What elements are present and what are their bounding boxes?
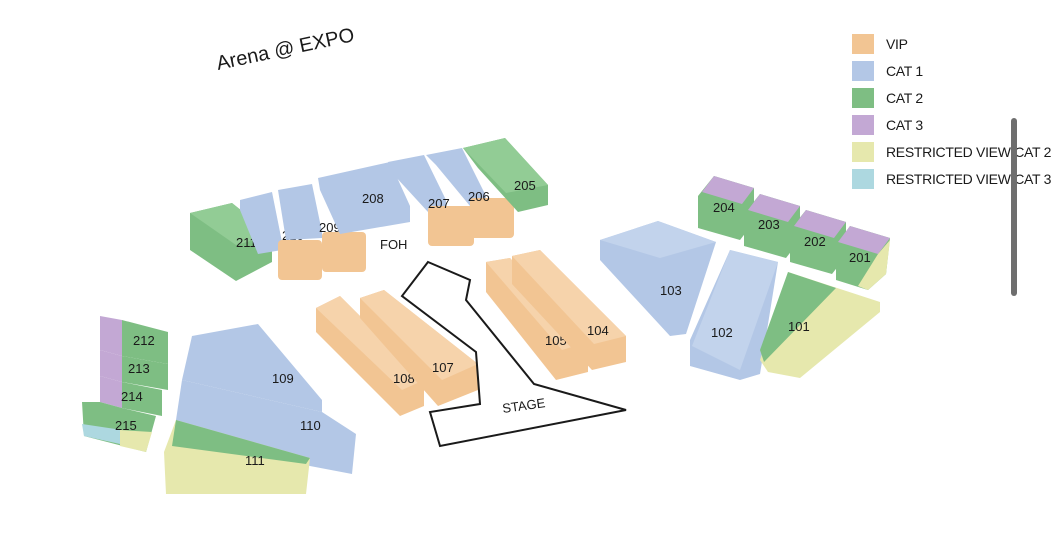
legend-item-cat1: CAT 1: [852, 57, 1051, 84]
section-label-102: 102: [711, 325, 733, 340]
legend-label: VIP: [886, 35, 908, 52]
legend-swatch: [852, 33, 874, 54]
section-111[interactable]: 111: [164, 420, 310, 494]
section-208[interactable]: 208: [318, 162, 410, 234]
section-label-208: 208: [362, 191, 384, 206]
legend-label: RESTRICTED VIEW CAT 2: [886, 143, 1051, 160]
section-label-108: 108: [393, 371, 415, 386]
section-102[interactable]: 102: [690, 250, 778, 380]
legend-item-restricted-cat2: RESTRICTED VIEW CAT 2: [852, 138, 1051, 165]
section-label-212: 212: [133, 333, 155, 348]
section-201[interactable]: 201: [836, 226, 890, 290]
section-label-207: 207: [428, 196, 450, 211]
section-207[interactable]: 207: [388, 155, 474, 246]
legend-swatch: [852, 60, 874, 81]
legend-swatch: [852, 168, 874, 189]
section-203[interactable]: 203: [744, 194, 800, 258]
section-213[interactable]: 213: [100, 350, 168, 390]
section-204[interactable]: 204: [698, 176, 754, 240]
section-label-201: 201: [849, 250, 871, 265]
legend-label: CAT 2: [886, 89, 923, 106]
section-label-204: 204: [713, 200, 735, 215]
section-214[interactable]: 214: [100, 376, 162, 416]
stage-label: STAGE: [501, 395, 546, 416]
legend-item-cat3: CAT 3: [852, 111, 1051, 138]
section-104[interactable]: 104: [512, 250, 626, 370]
seating-map: Arena @ EXPO 211 210 209 208 207 206 205: [82, 24, 890, 494]
section-label-211: 211: [236, 235, 257, 250]
section-label-104: 104: [587, 323, 609, 338]
section-label-215: 215: [115, 418, 137, 433]
section-205[interactable]: 205: [463, 138, 548, 212]
section-212[interactable]: 212: [100, 316, 168, 364]
section-label-213: 213: [128, 361, 150, 376]
legend-item-vip: VIP: [852, 30, 1051, 57]
legend-item-cat2: CAT 2: [852, 84, 1051, 111]
legend-item-restricted-cat3: RESTRICTED VIEW CAT 3: [852, 165, 1051, 192]
legend: VIP CAT 1 CAT 2 CAT 3 RESTRICTED VIEW CA…: [852, 30, 1051, 192]
legend-swatch: [852, 87, 874, 108]
section-label-103: 103: [660, 283, 682, 298]
legend-label: RESTRICTED VIEW CAT 3: [886, 170, 1051, 187]
vertical-scrollbar[interactable]: [1011, 118, 1017, 296]
legend-label: CAT 3: [886, 116, 923, 133]
section-110[interactable]: 110: [176, 380, 356, 474]
section-109[interactable]: 109: [182, 324, 322, 412]
section-206[interactable]: 206: [426, 148, 514, 238]
section-label-111: 111: [245, 453, 265, 468]
section-202[interactable]: 202: [790, 210, 846, 274]
section-label-203: 203: [758, 217, 780, 232]
section-103[interactable]: 103: [600, 221, 716, 336]
legend-label: CAT 1: [886, 62, 923, 79]
section-101[interactable]: 101: [760, 272, 880, 378]
section-label-101: 101: [788, 319, 810, 334]
section-108[interactable]: 108: [316, 296, 424, 416]
section-label-206: 206: [468, 189, 490, 204]
legend-swatch: [852, 114, 874, 135]
section-107[interactable]: 107: [360, 290, 478, 406]
legend-swatch: [852, 141, 874, 162]
stage: STAGE: [400, 260, 627, 448]
section-label-202: 202: [804, 234, 826, 249]
foh-label: FOH: [380, 237, 407, 252]
section-label-214: 214: [121, 389, 143, 404]
section-label-205: 205: [514, 178, 536, 193]
section-label-110: 110: [300, 418, 321, 433]
section-label-107: 107: [432, 360, 454, 375]
section-209[interactable]: 209: [278, 184, 366, 272]
section-215[interactable]: 215: [82, 402, 156, 452]
venue-title: Arena @ EXPO: [214, 24, 356, 75]
section-label-109: 109: [272, 371, 294, 386]
section-label-209: 209: [319, 220, 341, 235]
